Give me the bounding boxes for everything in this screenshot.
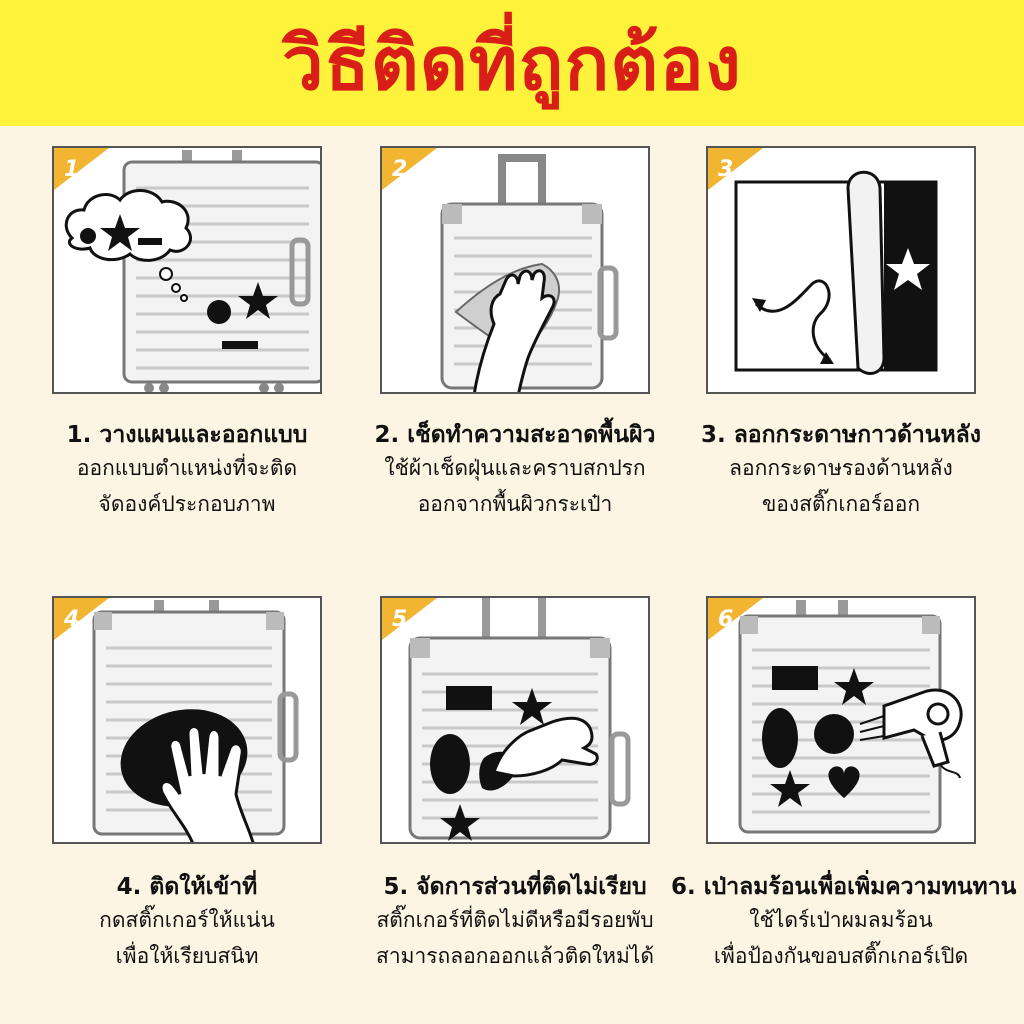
step-3-badge: 3 bbox=[718, 157, 733, 182]
step-5-caption: 5. จัดการส่วนที่ติดไม่เรียบ สติ๊กเกอร์ที… bbox=[345, 872, 685, 974]
step-6-line2: เพื่อป้องกันขอบสติ๊กเกอร์เปิด bbox=[713, 944, 969, 968]
step-4-caption: 4. ติดให้เข้าที่ กดสติ๊กเกอร์ให้แน่น เพื… bbox=[17, 872, 357, 974]
step-2-line1: ใช้ผ้าเช็ดฝุ่นและคราบสกปรก bbox=[384, 456, 646, 480]
page-title: วิธีติดที่ถูกต้อง bbox=[282, 21, 742, 107]
step-1-caption: 1. วางแผนและออกแบบ ออกแบบตำแหน่งที่จะติด… bbox=[17, 420, 357, 522]
step-6-title: 6. เป่าลมร้อนเพื่อเพิ่มความทนทาน bbox=[671, 874, 1017, 900]
step-6-line1: ใช้ไดร์เป่าผมลมร้อน bbox=[749, 908, 933, 932]
step-5-line1: สติ๊กเกอร์ที่ติดไม่ดีหรือมีรอยพับ bbox=[376, 908, 654, 932]
step-5-badge: 5 bbox=[392, 607, 407, 632]
step-2-caption: 2. เช็ดทำความสะอาดพื้นผิว ใช้ผ้าเช็ดฝุ่น… bbox=[345, 420, 685, 522]
step-3-title: 3. ลอกกระดาษกาวด้านหลัง bbox=[700, 422, 982, 448]
step-2-illustration: 2 bbox=[380, 146, 650, 394]
step-4-line1: กดสติ๊กเกอร์ให้แน่น bbox=[99, 908, 275, 932]
step-6-illustration: 6 bbox=[706, 596, 976, 844]
step-5-illustration: 5 bbox=[380, 596, 650, 844]
step-4-line2: เพื่อให้เรียบสนิท bbox=[115, 944, 259, 968]
step-6-badge: 6 bbox=[718, 607, 733, 632]
step-6-caption: 6. เป่าลมร้อนเพื่อเพิ่มความทนทาน ใช้ไดร์… bbox=[671, 872, 1017, 974]
step-4-title: 4. ติดให้เข้าที่ bbox=[116, 874, 258, 900]
step-4-badge: 4 bbox=[63, 607, 79, 632]
step-2-badge: 2 bbox=[392, 157, 407, 182]
step-2-line2: ออกจากพื้นผิวกระเป๋า bbox=[417, 492, 613, 516]
step-4-illustration: 4 bbox=[52, 596, 322, 844]
step-3-illustration: 3 bbox=[706, 146, 976, 394]
step-1-badge: 1 bbox=[64, 157, 79, 182]
step-5-line2: สามารถลอกออกแล้วติดใหม่ได้ bbox=[376, 944, 654, 968]
step-3-caption: 3. ลอกกระดาษกาวด้านหลัง ลอกกระดาษรองด้าน… bbox=[671, 420, 1011, 522]
step-5-title: 5. จัดการส่วนที่ติดไม่เรียบ bbox=[383, 874, 647, 900]
step-1-title: 1. วางแผนและออกแบบ bbox=[66, 422, 308, 448]
step-1-line2: จัดองค์ประกอบภาพ bbox=[98, 492, 276, 516]
step-1-illustration: 1 bbox=[52, 146, 322, 394]
step-3-line1: ลอกกระดาษรองด้านหลัง bbox=[729, 456, 953, 480]
step-2-title: 2. เช็ดทำความสะอาดพื้นผิว bbox=[374, 422, 656, 448]
step-1-line1: ออกแบบตำแหน่งที่จะติด bbox=[76, 456, 298, 480]
step-3-line2: ของสติ๊กเกอร์ออก bbox=[761, 492, 921, 516]
header-banner: วิธีติดที่ถูกต้อง bbox=[0, 0, 1024, 126]
